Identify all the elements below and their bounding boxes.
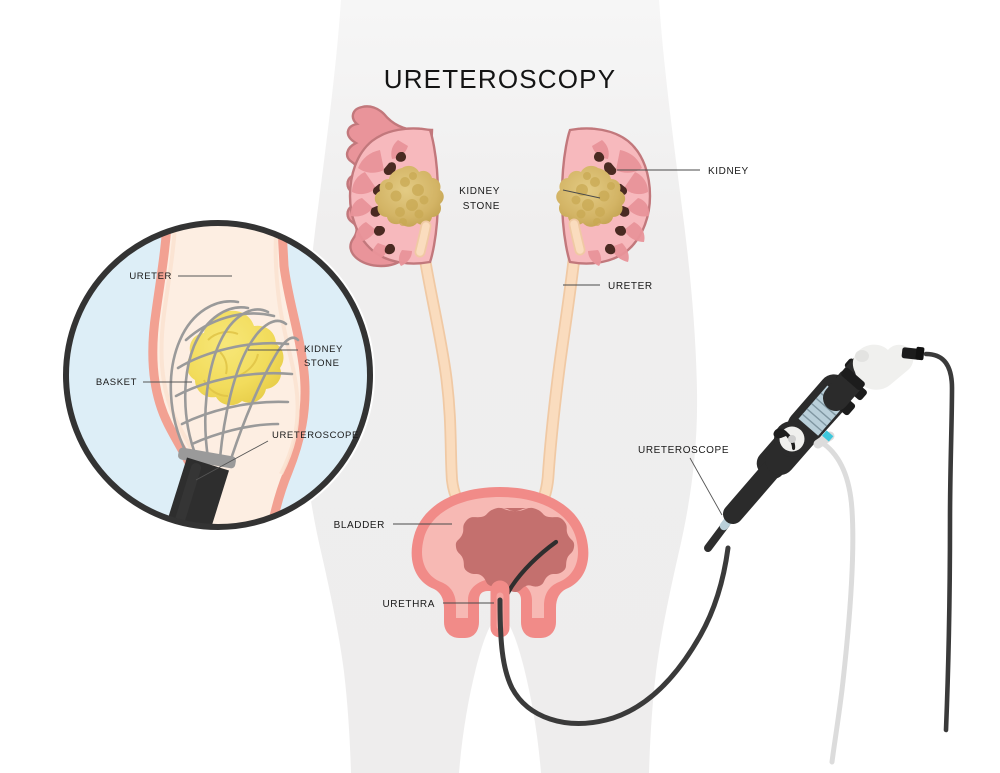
leader-inset-ureteroscope: [195, 440, 269, 481]
label-kidney-stone-line1: KIDNEY: [459, 186, 500, 197]
label-inset-basket: BASKET: [96, 377, 137, 388]
label-inset-stone-line2: STONE: [304, 358, 340, 369]
annotations-inset: URETER KIDNEY STONE BASKET URETEROSCOPE: [96, 271, 359, 481]
label-ureter: URETER: [608, 281, 653, 292]
label-kidney-stone-line2: STONE: [463, 201, 500, 212]
scope-cable: [497, 545, 731, 726]
kidney-right: [556, 127, 652, 266]
ureteroscope-device: [704, 344, 955, 765]
label-inset-ureteroscope: URETEROSCOPE: [272, 430, 359, 441]
label-inset-stone-line1: KIDNEY: [304, 344, 343, 355]
camera-head: [841, 344, 925, 391]
label-bladder: BLADDER: [334, 520, 385, 531]
label-ureteroscope-device: URETEROSCOPE: [638, 445, 729, 456]
inset-ureteroscope: [157, 447, 236, 527]
leader-kidney-stone: [562, 189, 601, 199]
basket-wires: [169, 300, 300, 460]
label-urethra: URETHRA: [382, 599, 435, 610]
bladder: [411, 487, 589, 638]
kidney-left: [345, 105, 444, 268]
leader-ureteroscope-device: [689, 457, 723, 516]
annotations-main: KIDNEY KIDNEY STONE URETER BLADDER URETH…: [334, 166, 749, 610]
page-title: URETEROSCOPY: [384, 64, 617, 94]
label-kidney: KIDNEY: [708, 166, 749, 177]
deflection-wheel: [773, 421, 810, 457]
label-inset-ureter: URETER: [129, 271, 172, 282]
magnifier-inset: [61, 218, 375, 532]
